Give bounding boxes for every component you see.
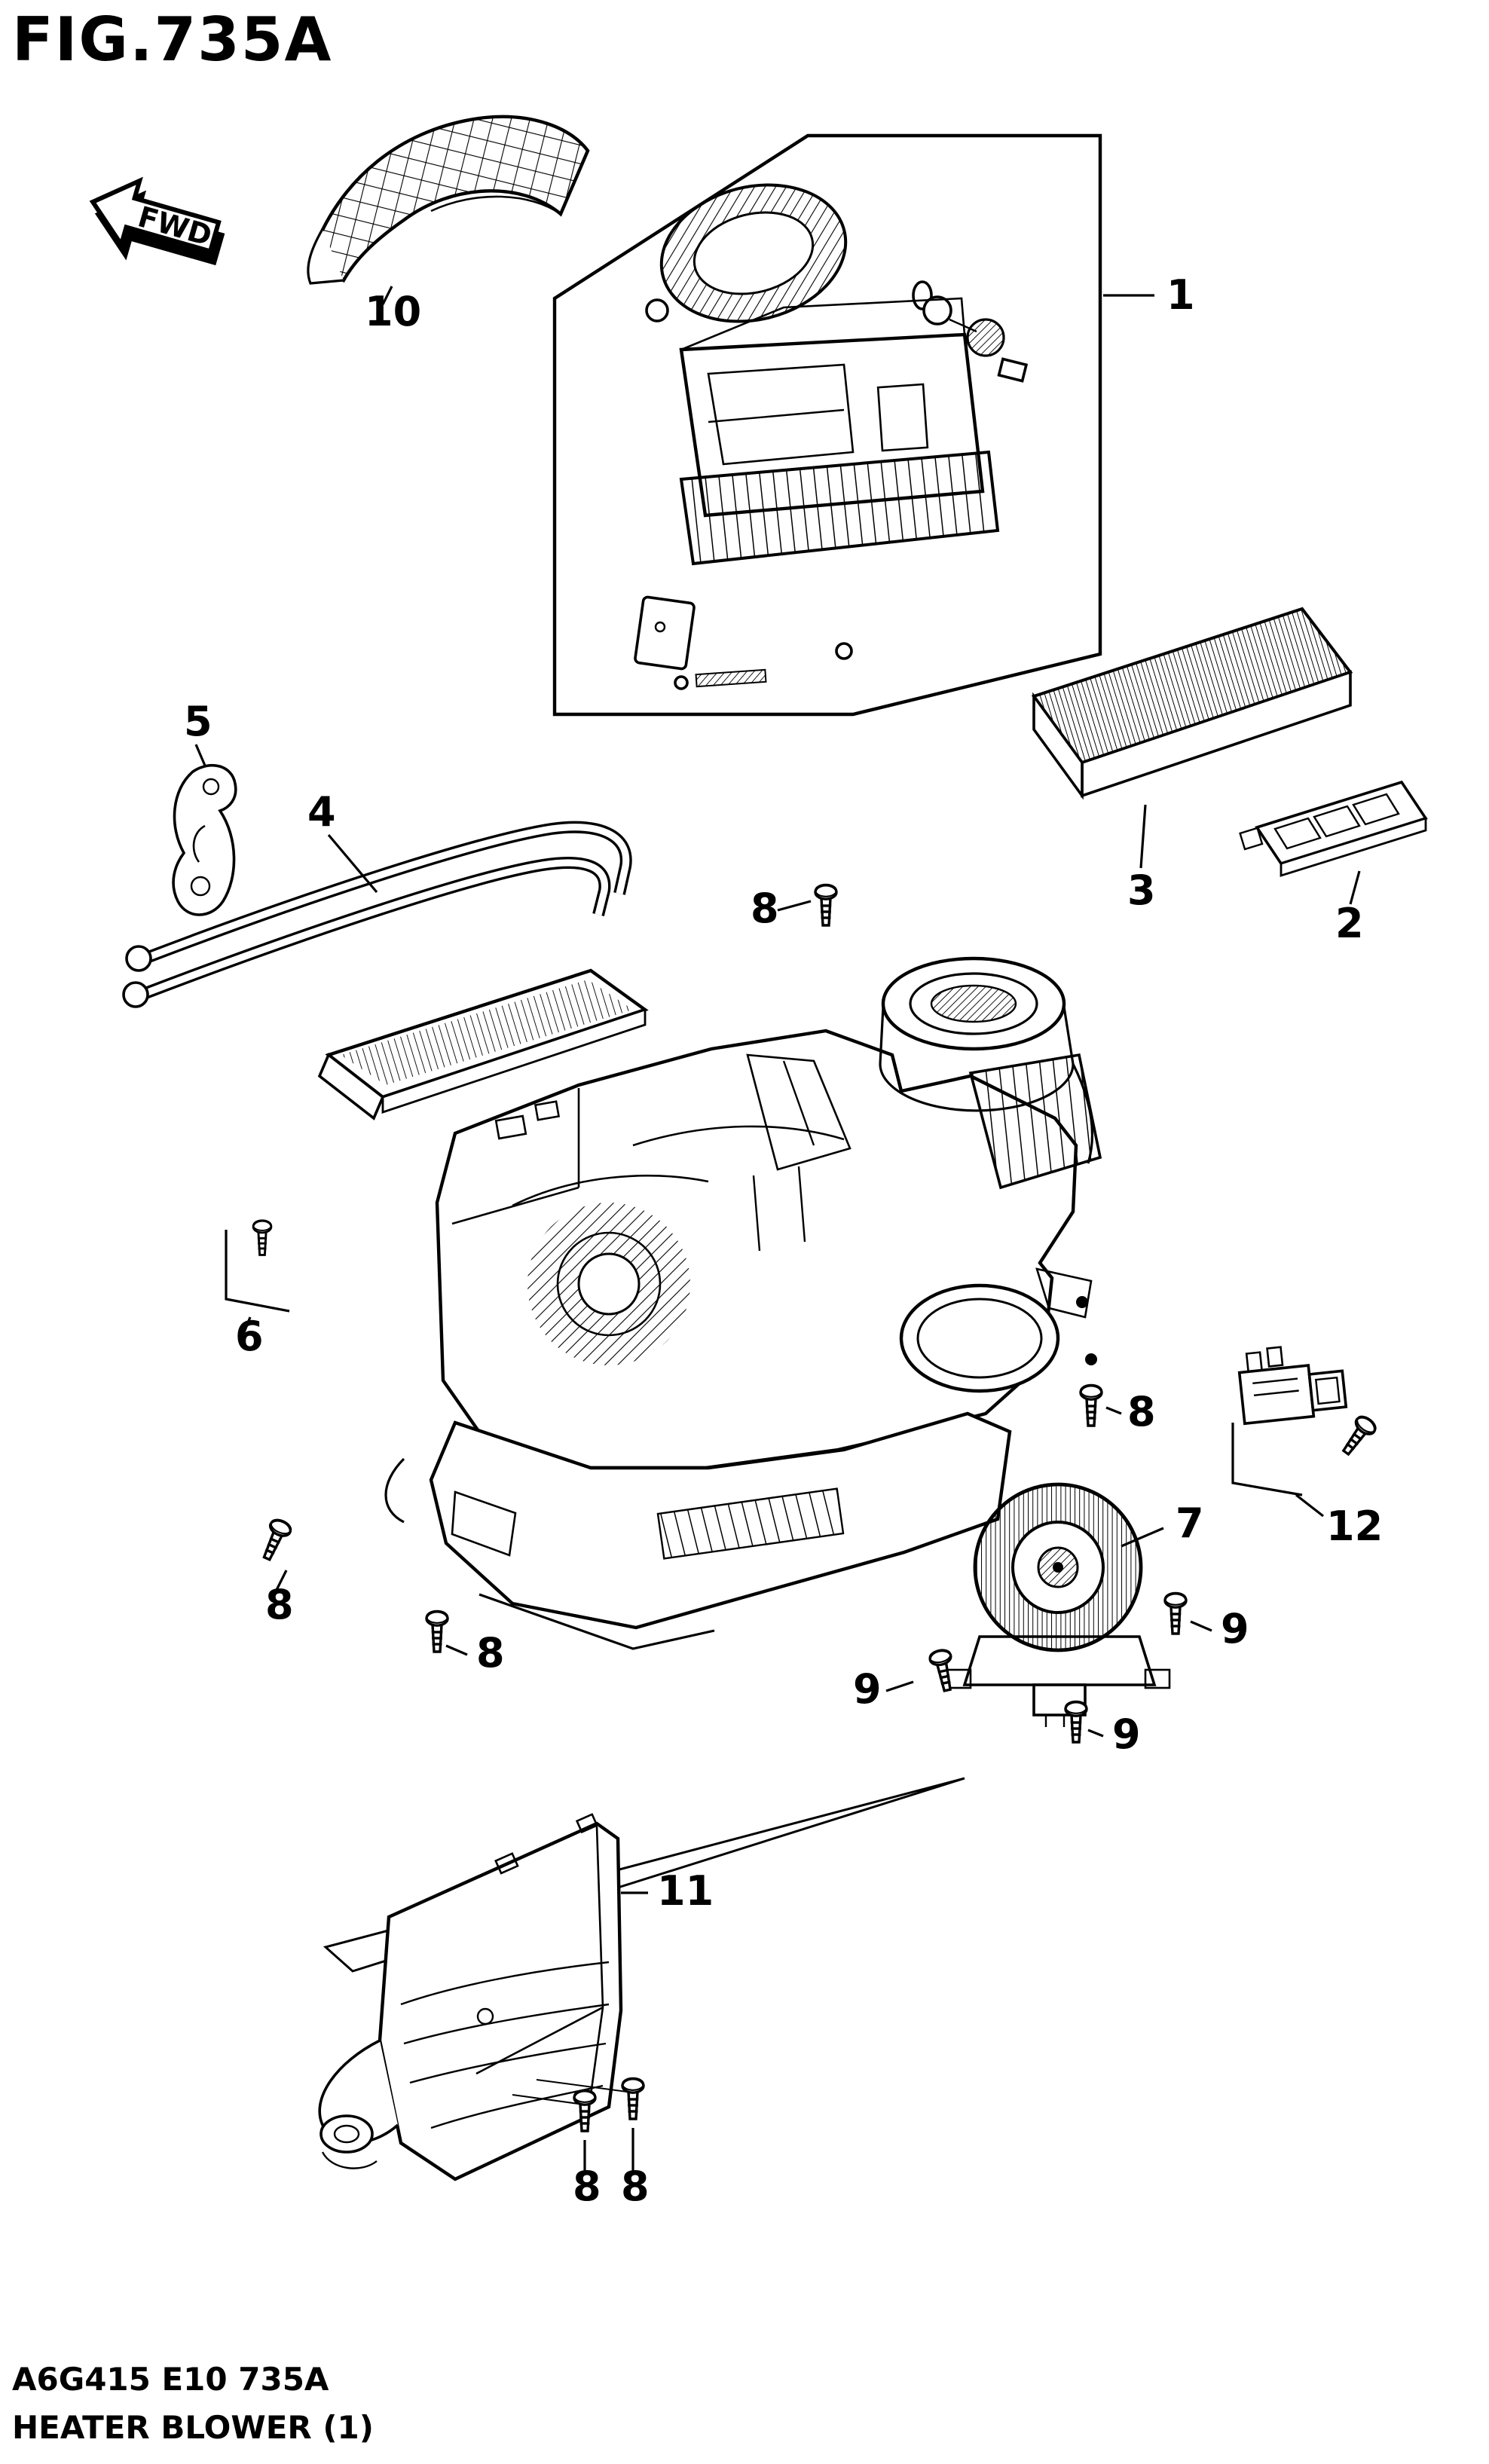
part-4-heater-pipes (122, 821, 632, 1008)
screw-8-top (814, 883, 838, 927)
figure-title: FIG.735A (12, 5, 332, 75)
screw-8-right (1079, 1383, 1103, 1427)
callout-8-mid-label: 8 (476, 1629, 505, 1677)
callout-6: 6 (235, 1313, 264, 1360)
callout-9-left-label: 9 (853, 1665, 882, 1713)
callout-2: 2 (1335, 870, 1364, 947)
callout-9-bottom-label: 9 (1112, 1710, 1141, 1758)
part-10-grille-cover (307, 115, 590, 285)
part-5-bracket (172, 764, 237, 916)
callout-9-left: 9 (853, 1665, 914, 1713)
callout-8-top: 8 (751, 885, 812, 932)
screw-8-mid (425, 1610, 449, 1653)
callout-6-label: 6 (235, 1313, 264, 1360)
motor-seal-ring (899, 1267, 1097, 1393)
screw-9-bottom (1064, 1700, 1088, 1744)
part-1-blower-assembly-drawing (634, 183, 1029, 690)
part-6-clip (225, 1218, 290, 1313)
part-1-boundary-box (552, 133, 1102, 717)
callout-5-label: 5 (184, 698, 212, 745)
callout-7: 7 (1121, 1499, 1204, 1548)
callout-8-right: 8 (1105, 1388, 1156, 1435)
footer-part-code: A6G415 E10 735A (12, 2361, 329, 2398)
callout-7-label: 7 (1176, 1499, 1204, 1547)
callout-8-mid: 8 (445, 1629, 505, 1677)
callout-8-bottom-2: 8 (621, 2128, 650, 2210)
callout-1-label: 1 (1166, 271, 1195, 319)
part-11-lower-duct (318, 1777, 965, 2181)
footer-part-name: HEATER BLOWER (1) (12, 2409, 374, 2446)
callout-11: 11 (621, 1867, 714, 1915)
callout-12: 12 (1295, 1493, 1383, 1550)
fwd-arrow-body (89, 176, 222, 255)
callout-8-bottom-1-label: 8 (573, 2163, 601, 2210)
callout-2-label: 2 (1335, 900, 1364, 947)
callout-3: 3 (1127, 804, 1156, 914)
callout-8-bottom-2-label: 8 (621, 2163, 650, 2210)
callout-12-label: 12 (1326, 1503, 1383, 1550)
lower-case-tray (384, 1411, 1012, 1650)
heater-core-slab (317, 968, 649, 1120)
callout-8-bottom-1: 8 (573, 2140, 601, 2210)
callout-3-label: 3 (1127, 867, 1156, 914)
callout-4-label: 4 (307, 788, 336, 836)
callout-8-right-label: 8 (1127, 1388, 1156, 1435)
callout-9-right-label: 9 (1221, 1605, 1249, 1652)
callout-10: 10 (365, 286, 421, 335)
callout-10-label: 10 (365, 288, 421, 335)
callout-8-top-label: 8 (751, 885, 779, 932)
screw-8-bottom-2 (621, 2077, 645, 2120)
callout-9-right: 9 (1190, 1605, 1249, 1652)
callout-5: 5 (184, 698, 212, 766)
callout-4: 4 (307, 788, 378, 894)
part-12-resistor (1231, 1346, 1380, 1496)
callout-8-left-label: 8 (265, 1581, 294, 1628)
part-7-blower-motor (945, 1482, 1171, 1727)
callout-8-left: 8 (265, 1570, 294, 1628)
callout-1: 1 (1103, 271, 1195, 319)
screw-9-right (1163, 1591, 1188, 1635)
fwd-arrow: FWD (89, 176, 225, 266)
callout-11-label: 11 (657, 1867, 714, 1915)
blower-intake-tower (879, 956, 1102, 1190)
part-2-filter-frame (1239, 780, 1428, 877)
screw-8-left (255, 1515, 295, 1564)
callout-9-bottom: 9 (1087, 1710, 1141, 1758)
part-3-cabin-filter (1031, 607, 1353, 800)
